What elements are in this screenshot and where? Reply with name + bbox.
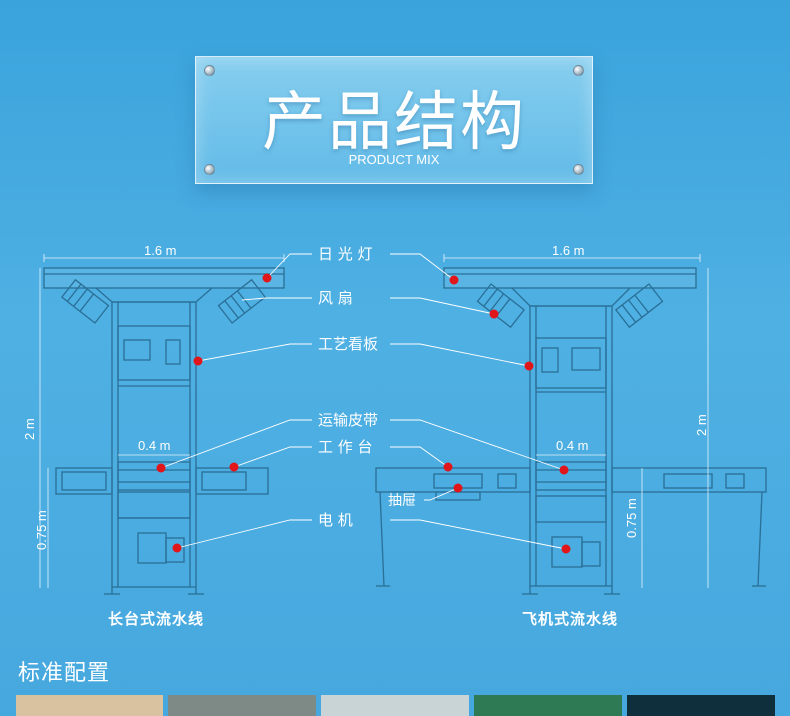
label-fluorescent-light: 日 光 灯 bbox=[318, 245, 373, 263]
red-marker-dot bbox=[453, 483, 463, 493]
section-title: 标准配置 bbox=[18, 660, 111, 685]
dim-left-belt: 0.4 m bbox=[138, 438, 171, 453]
title-banner: 产品结构 PRODUCT MIX bbox=[195, 56, 593, 184]
screw-icon bbox=[573, 65, 584, 76]
dim-left-bench: 0.75 m bbox=[34, 510, 49, 550]
label-process-board: 工艺看板 bbox=[318, 335, 378, 353]
dim-right-bench: 0.75 m bbox=[624, 498, 639, 538]
screw-icon bbox=[204, 164, 215, 175]
config-thumbnail bbox=[627, 695, 775, 716]
red-marker-dot bbox=[443, 462, 453, 472]
red-marker-dot bbox=[193, 356, 203, 366]
dim-left-height: 2 m bbox=[22, 418, 37, 440]
right-airplane-line bbox=[375, 267, 767, 595]
red-marker-dot bbox=[524, 361, 534, 371]
banner-title: 产品结构 bbox=[262, 86, 526, 160]
red-marker-dot bbox=[156, 463, 166, 473]
label-conveyor-belt: 运输皮带 bbox=[318, 411, 378, 429]
dimension-lines bbox=[39, 254, 709, 588]
config-thumbnail bbox=[168, 695, 316, 716]
config-thumbnail bbox=[16, 695, 163, 716]
screw-icon bbox=[204, 65, 215, 76]
dim-right-height: 2 m bbox=[694, 414, 709, 436]
dim-right-belt: 0.4 m bbox=[556, 438, 589, 453]
red-marker-dot bbox=[561, 544, 571, 554]
red-marker-dot bbox=[172, 543, 182, 553]
banner-subtitle: PRODUCT MIX bbox=[348, 152, 440, 167]
screw-icon bbox=[573, 164, 584, 175]
red-marker-dot bbox=[449, 275, 459, 285]
dim-left-width: 1.6 m bbox=[144, 243, 177, 258]
red-marker-dot bbox=[559, 465, 569, 475]
caption-long-table-line: 长台式流水线 bbox=[108, 611, 205, 628]
red-marker-dot bbox=[489, 309, 499, 319]
red-marker-dot bbox=[262, 273, 272, 283]
red-marker-dot bbox=[229, 462, 239, 472]
label-fan: 风 扇 bbox=[318, 289, 353, 307]
callout-lines bbox=[160, 253, 567, 550]
config-thumbnail bbox=[474, 695, 622, 716]
label-drawer: 抽屉 bbox=[388, 493, 416, 509]
dim-right-width: 1.6 m bbox=[552, 243, 585, 258]
label-workbench: 工 作 台 bbox=[318, 438, 373, 456]
label-motor: 电 机 bbox=[318, 511, 353, 529]
caption-airplane-line: 飞机式流水线 bbox=[522, 611, 619, 628]
red-marker-dots bbox=[156, 273, 571, 554]
left-long-table-line bbox=[43, 267, 285, 595]
config-thumbnail bbox=[321, 695, 469, 716]
